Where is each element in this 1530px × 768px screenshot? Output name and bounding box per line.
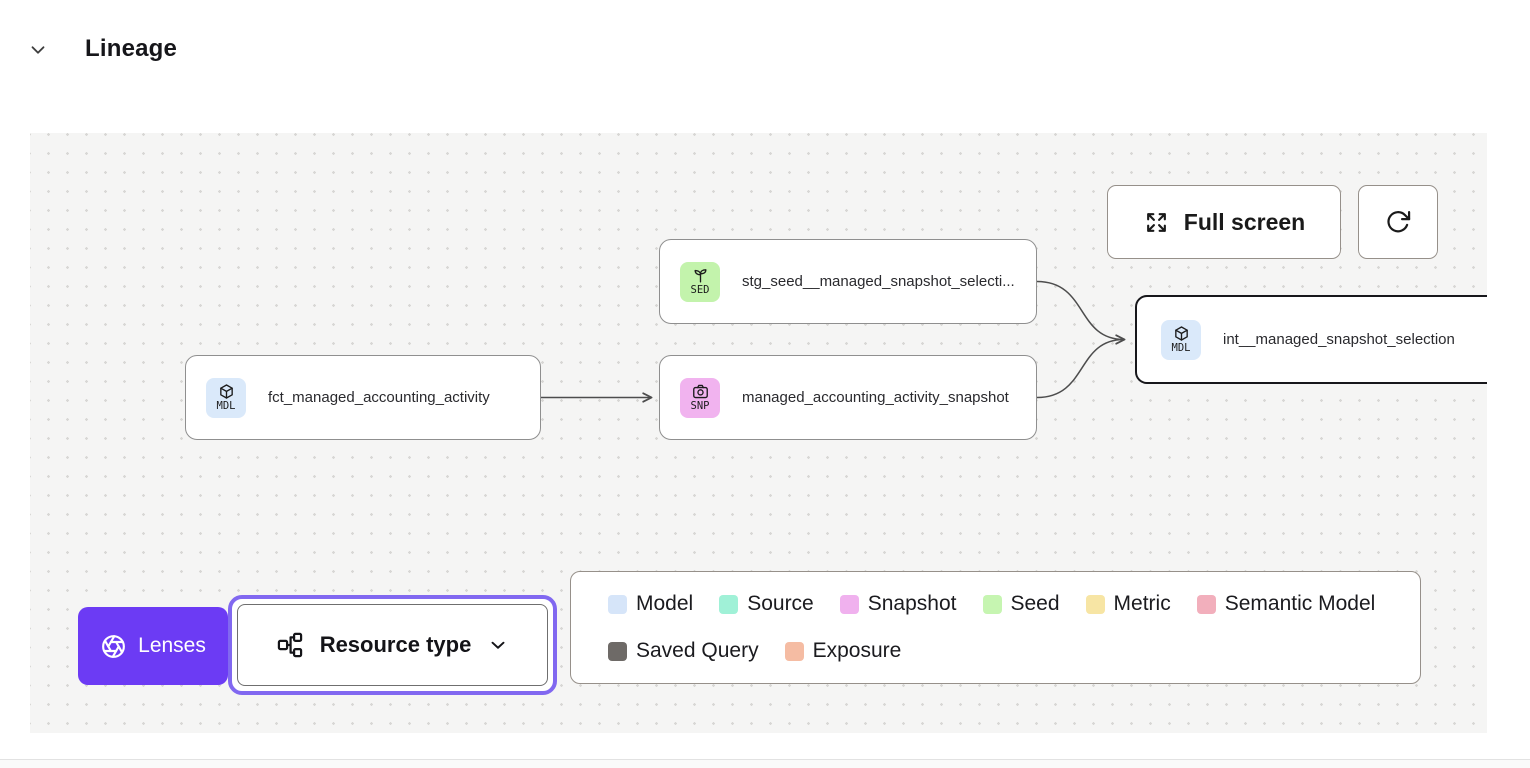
legend-label: Metric	[1113, 592, 1171, 615]
edge-snp-to-int	[1036, 338, 1125, 399]
node-label: int__managed_snapshot_selection	[1223, 331, 1455, 348]
hierarchy-icon	[276, 631, 304, 659]
lenses-button[interactable]: Lenses	[78, 607, 228, 685]
aperture-icon	[100, 633, 127, 660]
resource-type-legend: Model Source Snapshot Seed Metric Semant…	[570, 571, 1421, 684]
source-swatch	[719, 594, 739, 614]
cube-icon	[218, 383, 235, 400]
legend-item-metric: Metric	[1085, 592, 1171, 616]
full-screen-label: Full screen	[1183, 208, 1306, 235]
refresh-icon	[1384, 208, 1412, 236]
cube-icon	[1173, 325, 1190, 342]
legend-label: Seed	[1010, 592, 1060, 615]
section-header: Lineage	[0, 0, 1530, 100]
legend-item-seed: Seed	[982, 592, 1060, 616]
node-int-managed-snapshot-selection[interactable]: MDL int__managed_snapshot_selection	[1135, 295, 1487, 384]
legend-label: Semantic Model	[1224, 592, 1376, 615]
lenses-label: Lenses	[138, 634, 206, 657]
legend-label: Source	[747, 592, 814, 615]
resource-type-focus-ring: Resource type	[228, 595, 557, 695]
legend-label: Model	[636, 592, 694, 615]
seed-badge: SED	[680, 261, 720, 302]
semantic-model-swatch	[1196, 594, 1216, 614]
legend-label: Exposure	[812, 639, 902, 662]
legend-label: Saved Query	[636, 639, 759, 662]
full-screen-button[interactable]: Full screen	[1107, 185, 1341, 259]
legend-item-exposure: Exposure	[784, 639, 902, 663]
bottom-divider	[0, 759, 1530, 760]
legend-item-saved-query: Saved Query	[608, 639, 759, 663]
camera-icon	[692, 383, 709, 400]
refresh-button[interactable]	[1358, 185, 1438, 259]
model-swatch	[608, 594, 627, 614]
snapshot-badge: SNP	[680, 377, 720, 418]
badge-text: MDL	[1171, 342, 1191, 355]
sprout-icon	[692, 267, 709, 284]
node-label: stg_seed__managed_snapshot_selecti...	[742, 273, 1015, 290]
node-label: managed_accounting_activity_snapshot	[742, 389, 1009, 406]
legend-label: Snapshot	[867, 592, 957, 615]
page-title: Lineage	[85, 35, 178, 62]
legend-item-semantic-model: Semantic Model	[1196, 592, 1376, 616]
node-stg-seed[interactable]: SED stg_seed__managed_snapshot_selecti..…	[659, 239, 1037, 324]
seed-swatch	[982, 594, 1002, 614]
exposure-swatch	[784, 641, 804, 661]
model-badge: MDL	[206, 377, 246, 418]
badge-text: MDL	[216, 400, 236, 413]
resource-type-label: Resource type	[319, 632, 472, 657]
legend-item-snapshot: Snapshot	[839, 592, 957, 616]
node-label: fct_managed_accounting_activity	[268, 389, 490, 406]
edge-sed-to-int	[1036, 280, 1126, 345]
snapshot-swatch	[839, 594, 859, 614]
chevron-down-icon	[487, 634, 509, 656]
resource-type-dropdown[interactable]: Resource type	[237, 604, 548, 686]
legend-item-source: Source	[719, 592, 814, 616]
expand-icon	[1143, 209, 1170, 236]
bottom-strip	[0, 760, 1530, 768]
lineage-canvas[interactable]: Full screen SED stg_seed__managed_snapsh…	[30, 133, 1487, 733]
badge-text: SNP	[690, 400, 710, 413]
model-badge: MDL	[1161, 319, 1201, 360]
saved-query-swatch	[608, 641, 627, 661]
node-managed-accounting-activity-snapshot[interactable]: SNP managed_accounting_activity_snapshot	[659, 355, 1037, 440]
chevron-down-icon[interactable]	[27, 39, 49, 61]
lineage-edges	[541, 280, 1126, 403]
legend-item-model: Model	[608, 592, 693, 616]
metric-swatch	[1085, 594, 1105, 614]
badge-text: SED	[690, 284, 710, 297]
node-fct-managed-accounting-activity[interactable]: MDL fct_managed_accounting_activity	[185, 355, 541, 440]
